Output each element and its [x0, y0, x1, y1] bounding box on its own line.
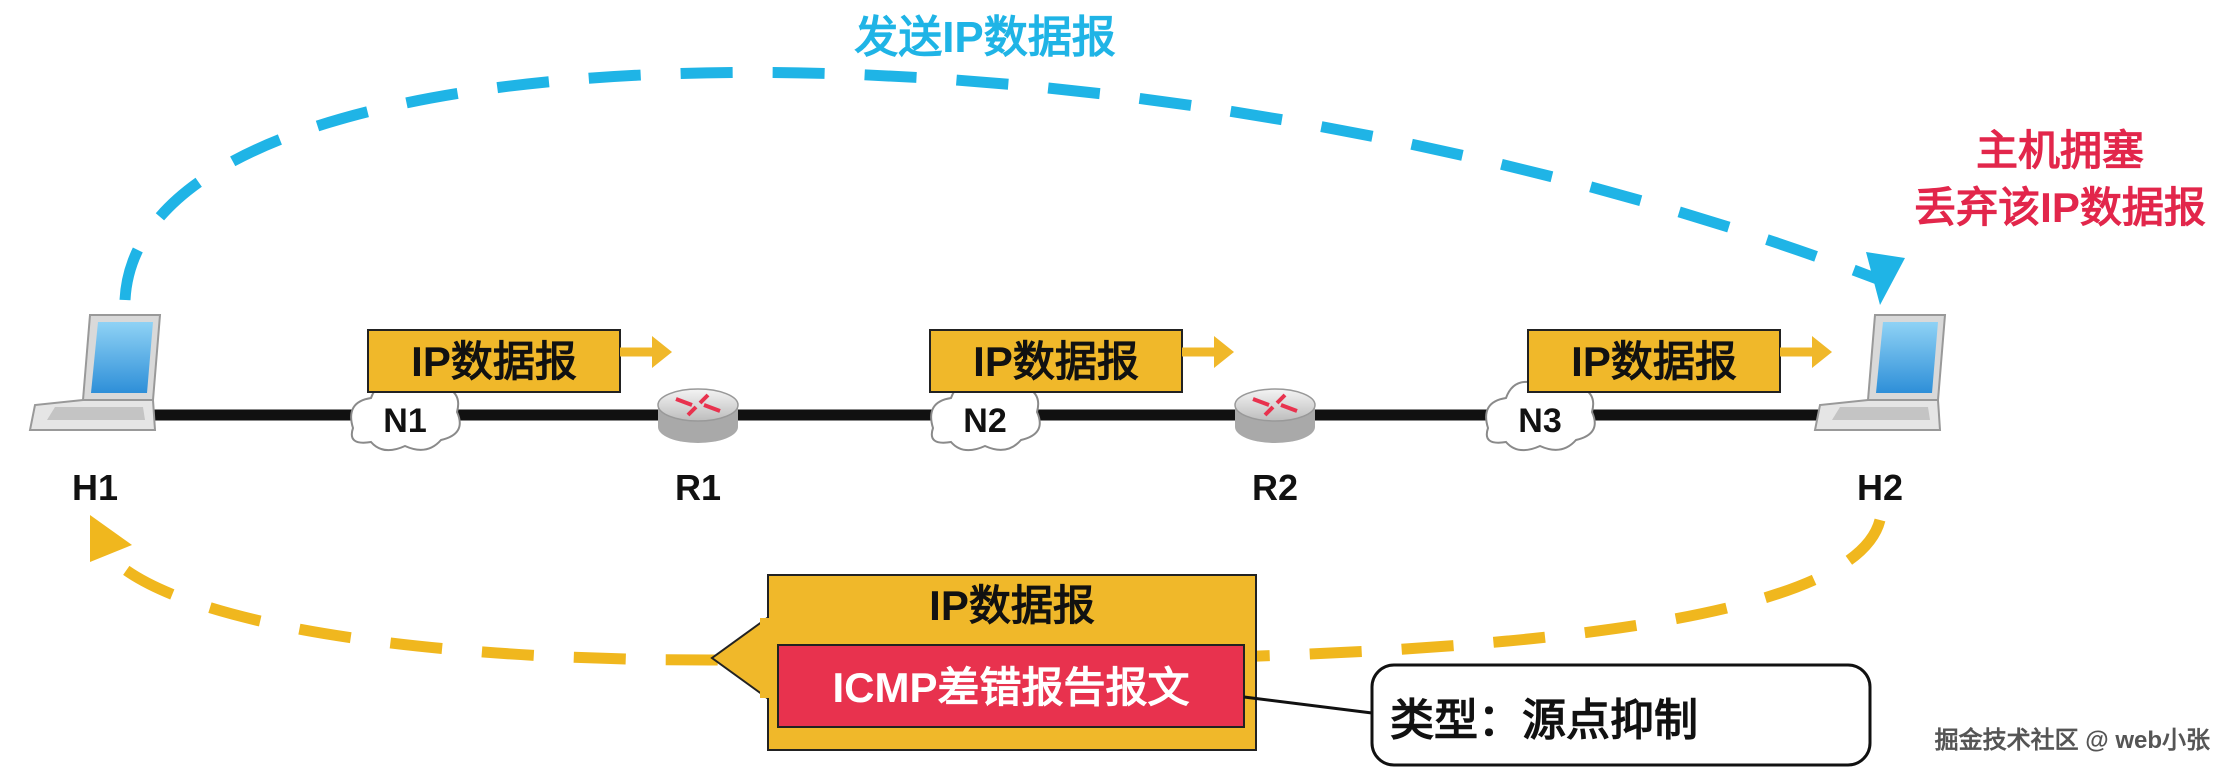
callout-label: 类型：源点抑制	[1390, 696, 1698, 745]
congestion-note-line2: 丢弃该IP数据报	[1914, 184, 2206, 231]
packet-label: IP数据报	[973, 338, 1139, 385]
callout-box	[1370, 663, 1872, 767]
router-icon	[657, 388, 739, 443]
icmp-inner-box	[777, 644, 1245, 728]
packet	[929, 329, 1234, 393]
packet	[1527, 329, 1832, 393]
router-icon	[1234, 388, 1316, 443]
router-label-r2: R2	[1252, 467, 1298, 508]
icmp-inner-label: ICMP差错报告报文	[832, 664, 1189, 711]
packet	[367, 329, 672, 393]
return-arrow-head	[90, 515, 132, 562]
packet-label: IP数据报	[1571, 338, 1737, 385]
network-label-n3: N3	[1518, 402, 1561, 440]
packet-label: IP数据报	[411, 338, 577, 385]
callout-connector	[1243, 695, 1373, 715]
icmp-outer-label: IP数据报	[929, 582, 1095, 629]
router-label-r1: R1	[675, 467, 721, 508]
laptop-icon	[1813, 314, 1947, 431]
send-arrow-head	[1866, 252, 1905, 305]
network-label-n2: N2	[963, 402, 1006, 440]
return-arrow	[95, 518, 1886, 667]
host-label-h1: H1	[72, 467, 118, 508]
laptop-icon	[28, 314, 162, 431]
send-arrow-label: 发送IP数据报	[854, 13, 1116, 62]
watermark: 掘金技术社区 @ web小张	[1935, 726, 2211, 754]
network-label-n1: N1	[383, 402, 426, 440]
send-arrow	[119, 67, 1882, 301]
host-label-h2: H2	[1857, 467, 1903, 508]
congestion-note-line1: 主机拥塞	[1976, 127, 2144, 174]
cloud-icon	[1485, 376, 1596, 452]
